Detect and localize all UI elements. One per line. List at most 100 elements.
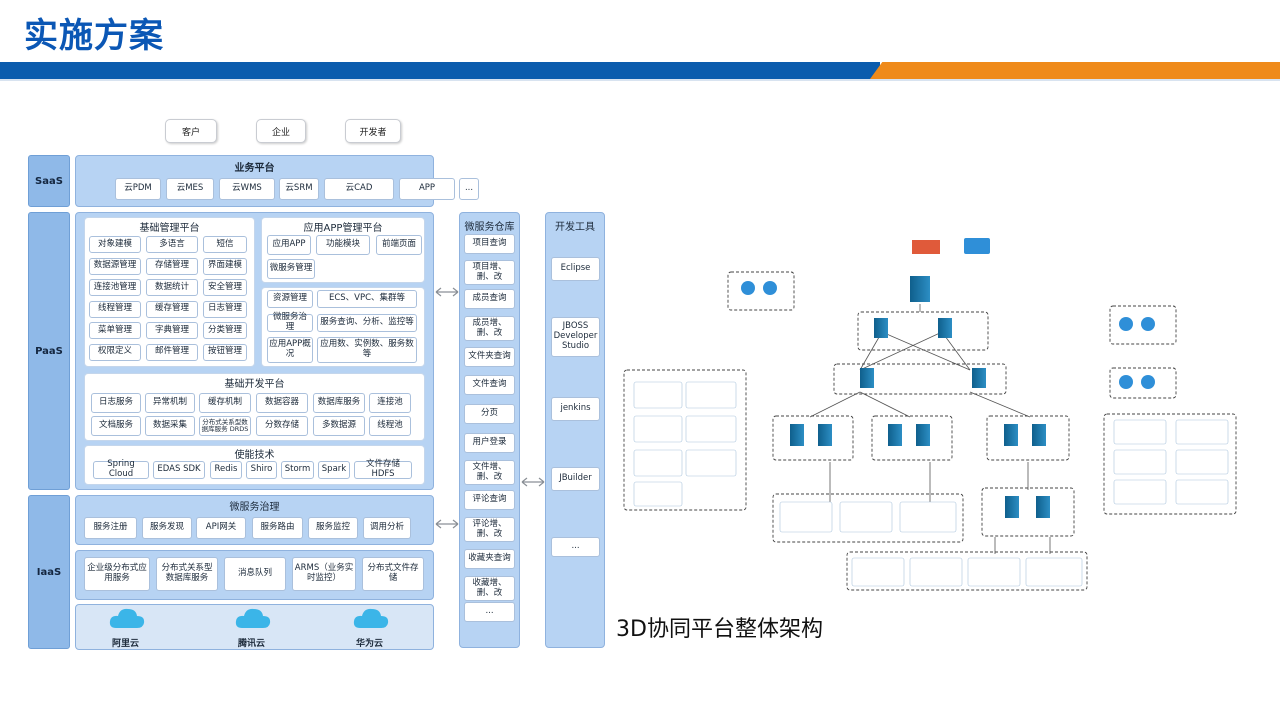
tech-item-3: Shiro	[246, 461, 277, 479]
user-enterprise: 企业	[256, 119, 306, 143]
micro-repo-item-8: 文件增、删、改	[464, 460, 515, 485]
header-bar-blue	[0, 62, 880, 79]
app-item-microservice: 微服务管理	[267, 259, 315, 279]
tech-item-4: Storm	[281, 461, 314, 479]
basic-mgmt-item-6: 连接池管理	[89, 279, 141, 296]
micro-gov-header: 微服务治理	[229, 502, 280, 513]
basic-mgmt-item-8: 安全管理	[203, 279, 247, 296]
cloud-icon	[235, 608, 271, 628]
tool-jboss: JBOSS Developer Studio	[551, 317, 600, 357]
saas-item-app: APP	[399, 178, 455, 200]
dev-platform-item-2: 缓存机制	[199, 393, 251, 413]
basic-mgmt-item-11: 日志管理	[203, 300, 247, 318]
dev-tools-column	[545, 212, 605, 648]
cloud-icon	[109, 608, 145, 628]
saas-item-wms: 云WMS	[219, 178, 275, 200]
user-customer: 客户	[165, 119, 217, 143]
tech-item-1: EDAS SDK	[153, 461, 205, 479]
res-item-overview: 应用APP概况	[267, 337, 313, 363]
arrow-connector-tools	[521, 477, 545, 487]
architecture-diagram	[623, 238, 1237, 591]
layer-iaas-label: IaaS	[28, 495, 70, 649]
arrow-connectors	[435, 287, 459, 529]
layer-paas-label: PaaS	[28, 212, 70, 490]
cloud-huawei-label: 华为云	[356, 639, 384, 649]
tool-more: ...	[551, 537, 600, 557]
tool-jbuilder: JBuilder	[551, 467, 600, 491]
dev-platform-item-3: 数据容器	[256, 393, 308, 413]
dev-platform-item-4: 数据库服务	[313, 393, 365, 413]
tech-item-2: Redis	[210, 461, 242, 479]
tech-header: 使能技术	[234, 450, 275, 461]
micro-repo-header: 微服务仓库	[464, 222, 515, 233]
micro-repo-item-10: 评论增、删、改	[464, 517, 515, 542]
micro-gov-item-5: 调用分析	[363, 517, 411, 539]
dev-platform-item-6: 文档服务	[91, 416, 141, 436]
micro-repo-item-1: 项目增、删、改	[464, 260, 515, 285]
dev-platform-item-7: 数据采集	[145, 416, 195, 436]
basic-mgmt-item-9: 线程管理	[89, 300, 141, 318]
basic-mgmt-item-17: 按钮管理	[203, 343, 247, 361]
saas-item-more: ...	[459, 178, 479, 200]
cloud-icon	[353, 608, 389, 628]
res-item-resource: 资源管理	[267, 290, 313, 308]
tool-jenkins: jenkins	[551, 397, 600, 421]
micro-repo-item-5: 文件查询	[464, 375, 515, 395]
layer-saas-label: SaaS	[28, 155, 70, 207]
app-item-module: 功能模块	[316, 235, 370, 255]
micro-gov-item-0: 服务注册	[84, 517, 137, 539]
basic-mgmt-item-4: 存储管理	[146, 257, 198, 275]
micro-gov-item-3: 服务路由	[252, 517, 303, 539]
header-bar-orange	[870, 62, 1280, 79]
basic-mgmt-item-10: 缓存管理	[146, 300, 198, 318]
micro-repo-item-6: 分页	[464, 404, 515, 424]
app-item-app: 应用APP	[267, 235, 311, 255]
micro-repo-item-2: 成员查询	[464, 289, 515, 309]
header-bar-divider	[0, 79, 1280, 81]
basic-mgmt-item-3: 数据源管理	[89, 257, 141, 275]
res-item-gov: 微服务治理	[267, 312, 313, 332]
basic-mgmt-item-12: 菜单管理	[89, 322, 141, 339]
cloud-tencent-label: 腾讯云	[238, 639, 266, 649]
basic-mgmt-item-5: 界面建模	[203, 257, 247, 275]
basic-mgmt-item-16: 邮件管理	[146, 343, 198, 361]
micro-repo-item-7: 用户登录	[464, 433, 515, 453]
dev-platform-item-5: 连接池	[369, 393, 411, 413]
dev-platform-item-10: 多数据源	[313, 416, 365, 436]
app-item-frontend: 前端页面	[376, 235, 422, 255]
dev-platform-item-8: 分布式关系型数据库服务 DRDS	[199, 416, 251, 436]
res-item-ecs: ECS、VPC、集群等	[317, 290, 417, 308]
dev-platform-item-1: 异常机制	[145, 393, 195, 413]
dev-tools-header: 开发工具	[555, 222, 595, 233]
micro-repo-item-4: 文件夹查询	[464, 347, 515, 367]
iaas-item-1: 分布式关系型数据库服务	[156, 557, 218, 591]
saas-item-mes: 云MES	[166, 178, 214, 200]
dev-platform-item-11: 线程池	[369, 416, 411, 436]
micro-gov-item-2: API网关	[196, 517, 246, 539]
saas-header: 业务平台	[234, 163, 275, 174]
user-developer: 开发者	[345, 119, 401, 143]
basic-mgmt-item-7: 数据统计	[146, 279, 198, 296]
iaas-item-4: 分布式文件存储	[362, 557, 424, 591]
basic-mgmt-item-15: 权限定义	[89, 343, 141, 361]
basic-mgmt-item-1: 多语言	[146, 236, 198, 253]
res-item-counts: 应用数、实例数、服务数等	[317, 337, 417, 363]
micro-repo-item-13: ...	[464, 602, 515, 622]
cloud-aliyun-label: 阿里云	[112, 639, 140, 649]
micro-repo-item-9: 评论查询	[464, 490, 515, 510]
dev-platform-item-0: 日志服务	[91, 393, 141, 413]
saas-item-pdm: 云PDM	[115, 178, 161, 200]
tech-item-0: Spring Cloud	[93, 459, 149, 479]
basic-mgmt-item-13: 字典管理	[146, 322, 198, 339]
iaas-item-3: ARMS（业务实时监控）	[292, 557, 356, 591]
app-mgmt-header: 应用APP管理平台	[303, 223, 383, 234]
micro-repo-item-11: 收藏夹查询	[464, 549, 515, 569]
basic-mgmt-item-2: 短信	[203, 236, 247, 253]
dev-platform-header: 基础开发平台	[224, 379, 285, 390]
tool-eclipse: Eclipse	[551, 257, 600, 281]
saas-item-srm: 云SRM	[279, 178, 319, 200]
micro-gov-item-1: 服务发现	[142, 517, 192, 539]
micro-repo-item-0: 项目查询	[464, 234, 515, 254]
dev-platform-item-9: 分数存储	[256, 416, 308, 436]
saas-item-cad: 云CAD	[324, 178, 394, 200]
